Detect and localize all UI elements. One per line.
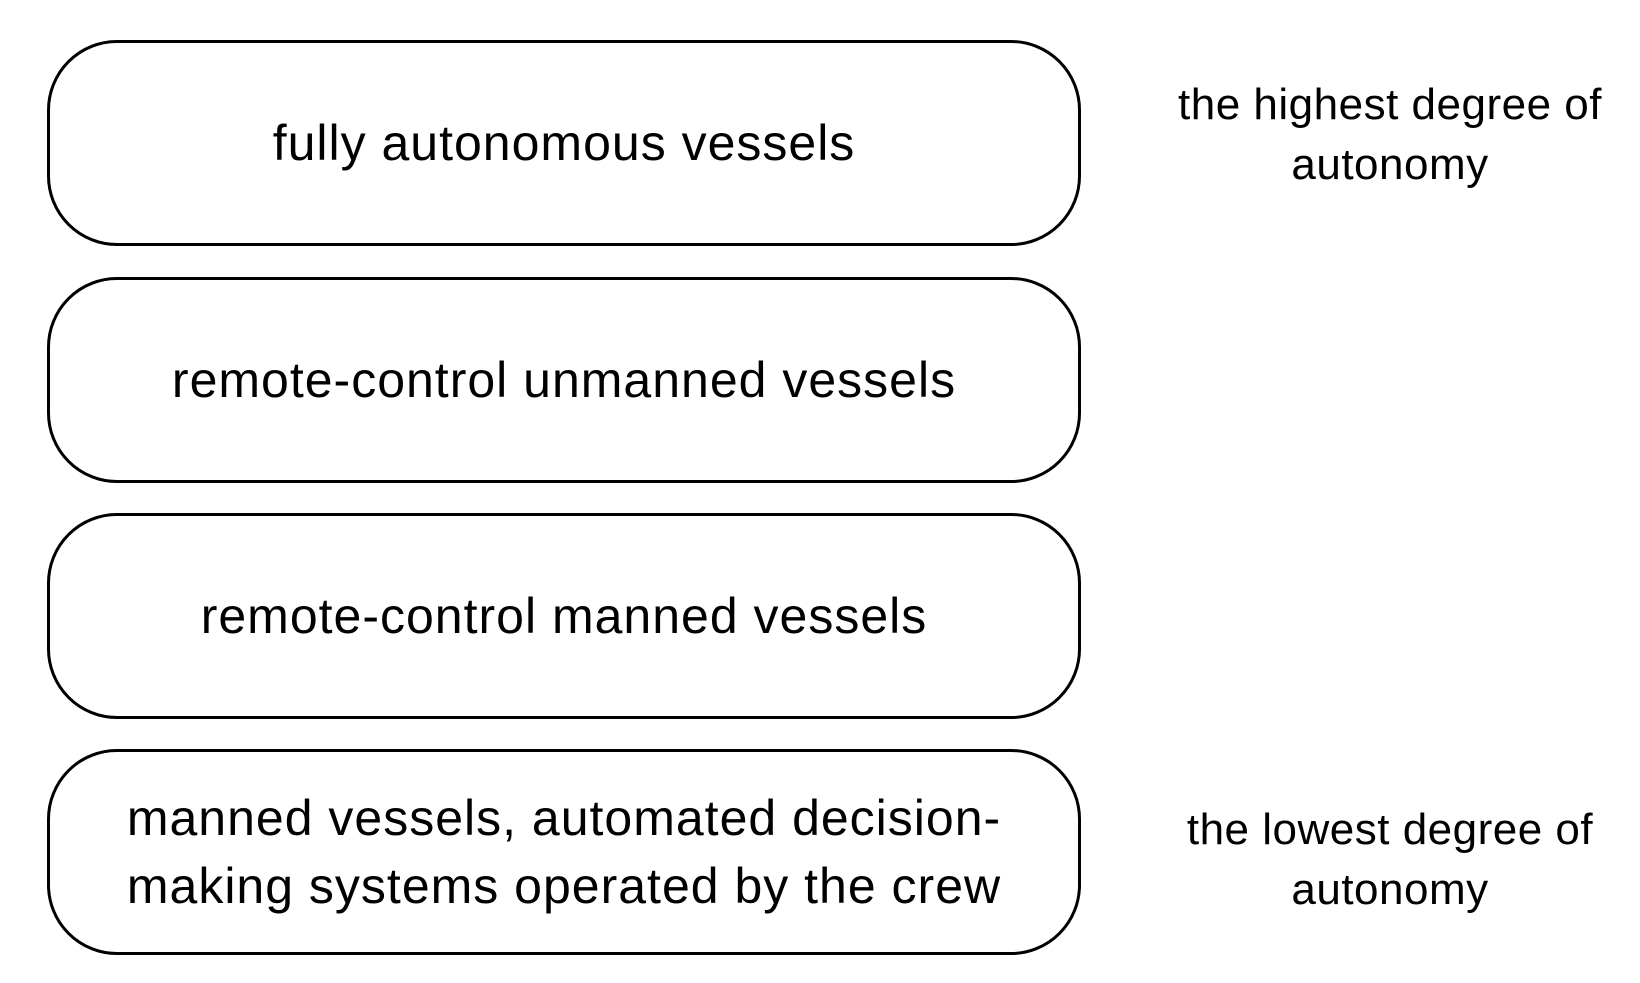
level-label: fully autonomous vessels — [272, 115, 856, 171]
highest-autonomy-note: the highest degree of autonomy — [1178, 80, 1602, 189]
level-box-remote-manned: remote-control manned vessels — [47, 513, 1081, 719]
lowest-autonomy-note: the lowest degree of autonomy — [1186, 805, 1594, 914]
level-label: remote-control manned vessels — [200, 588, 928, 644]
level-box-manned-automated: manned vessels, automated decision-makin… — [47, 749, 1081, 955]
level-box-fully-autonomous: fully autonomous vessels — [47, 40, 1081, 246]
level-label: remote-control unmanned vessels — [171, 352, 957, 408]
level-label: manned vessels, automated decision-makin… — [126, 790, 1002, 914]
level-box-remote-unmanned: remote-control unmanned vessels — [47, 277, 1081, 483]
